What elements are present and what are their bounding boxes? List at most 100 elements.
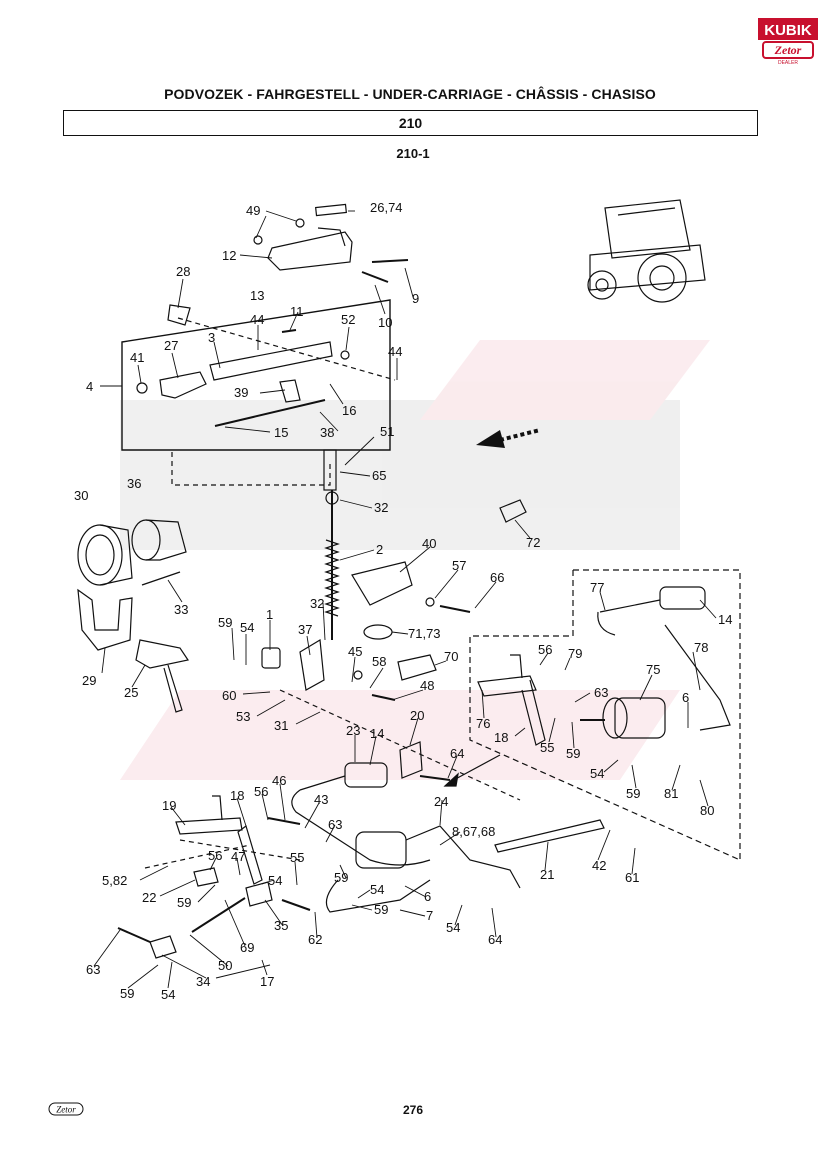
callout-44: 44: [250, 312, 264, 327]
callout-13: 13: [250, 288, 264, 303]
callout-56: 56: [208, 848, 222, 863]
callout-80: 80: [700, 803, 714, 818]
callout-21: 21: [540, 867, 554, 882]
callout-44: 44: [388, 344, 402, 359]
callout-11: 11: [290, 304, 304, 319]
callout-70: 70: [444, 649, 458, 664]
callout-6: 6: [682, 690, 689, 705]
callout-7: 7: [426, 908, 433, 923]
callout-59: 59: [626, 786, 640, 801]
callout-56: 56: [538, 642, 552, 657]
callout-24: 24: [434, 794, 448, 809]
footer-zetor-logo: Zetor: [48, 1102, 84, 1116]
section-number: 210: [398, 115, 423, 131]
callout-labels: 49 26,74 12 13 9 10 28 11 52 44 44 3 27 …: [74, 200, 732, 1002]
callout-48: 48: [420, 678, 434, 693]
callout-32: 32: [310, 596, 324, 611]
callout-35: 35: [274, 918, 288, 933]
callout-59: 59: [120, 986, 134, 1001]
watermark: [120, 340, 710, 780]
callout-4: 4: [86, 379, 93, 394]
callout-54: 54: [446, 920, 460, 935]
callout-59: 59: [218, 615, 232, 630]
callout-39: 39: [234, 385, 248, 400]
callout-62: 62: [308, 932, 322, 947]
callout-46: 46: [272, 773, 286, 788]
callout-52: 52: [341, 312, 355, 327]
callout-43: 43: [314, 792, 328, 807]
callout-77: 77: [590, 580, 604, 595]
callout-81: 81: [664, 786, 678, 801]
callout-26-74: 26,74: [370, 200, 403, 215]
kubik-zetor-logo: KUBIK Zetor DEALER: [758, 18, 818, 66]
callout-58: 58: [372, 654, 386, 669]
callout-64: 64: [488, 932, 502, 947]
leader-lines: [93, 210, 717, 989]
callout-9: 9: [412, 291, 419, 306]
callout-3: 3: [208, 330, 215, 345]
callout-54: 54: [590, 766, 604, 781]
callout-18: 18: [230, 788, 244, 803]
callout-17: 17: [260, 974, 274, 989]
callout-5-82: 5,82: [102, 873, 127, 888]
callout-22: 22: [142, 890, 156, 905]
footer-logo-text: Zetor: [56, 1105, 76, 1115]
page-title: PODVOZEK - FAHRGESTELL - UNDER-CARRIAGE …: [164, 86, 656, 102]
callout-66: 66: [490, 570, 504, 585]
logo-tag-text: DEALER: [778, 60, 798, 66]
callout-14: 14: [370, 726, 384, 741]
callout-25: 25: [124, 685, 138, 700]
callout-63: 63: [594, 685, 608, 700]
callout-57: 57: [452, 558, 466, 573]
callout-75: 75: [646, 662, 660, 677]
callout-59: 59: [334, 870, 348, 885]
callout-63: 63: [86, 962, 100, 977]
callout-14: 14: [718, 612, 732, 627]
callout-56: 56: [254, 784, 268, 799]
callout-27: 27: [164, 338, 178, 353]
callout-20: 20: [410, 708, 424, 723]
callout-36: 36: [127, 476, 141, 491]
callout-59: 59: [177, 895, 191, 910]
page-number: 276: [402, 1103, 424, 1117]
callout-71-73: 71,73: [408, 626, 441, 641]
callout-51: 51: [380, 424, 394, 439]
callout-50: 50: [218, 958, 232, 973]
callout-49: 49: [246, 203, 260, 218]
callout-32: 32: [374, 500, 388, 515]
logo-bottom-text: Zetor: [774, 43, 802, 57]
section-box: 210: [63, 110, 758, 136]
callout-31: 31: [274, 718, 288, 733]
logo-top-text: KUBIK: [764, 22, 812, 39]
callout-59: 59: [374, 902, 388, 917]
callout-72: 72: [526, 535, 540, 550]
callout-55: 55: [290, 850, 304, 865]
callout-63: 63: [328, 817, 342, 832]
callout-76: 76: [476, 716, 490, 731]
callout-54: 54: [268, 873, 282, 888]
callout-40: 40: [422, 536, 436, 551]
callout-15: 15: [274, 425, 288, 440]
callout-12: 12: [222, 248, 236, 263]
callout-45: 45: [348, 644, 362, 659]
callout-42: 42: [592, 858, 606, 873]
callout-38: 38: [320, 425, 334, 440]
callout-59: 59: [566, 746, 580, 761]
callout-33: 33: [174, 602, 188, 617]
callout-54: 54: [370, 882, 384, 897]
callout-34: 34: [196, 974, 210, 989]
callout-79: 79: [568, 646, 582, 661]
callout-10: 10: [378, 315, 392, 330]
callout-19: 19: [162, 798, 176, 813]
callout-16: 16: [342, 403, 356, 418]
callout-29: 29: [82, 673, 96, 688]
tractor-illustration: [587, 199, 706, 303]
callout-1: 1: [266, 607, 273, 622]
callout-47: 47: [231, 849, 245, 864]
callout-2: 2: [376, 542, 383, 557]
subsection-number: 210-1: [396, 146, 430, 161]
callout-65: 65: [372, 468, 386, 483]
callout-54: 54: [161, 987, 175, 1002]
callout-61: 61: [625, 870, 639, 885]
